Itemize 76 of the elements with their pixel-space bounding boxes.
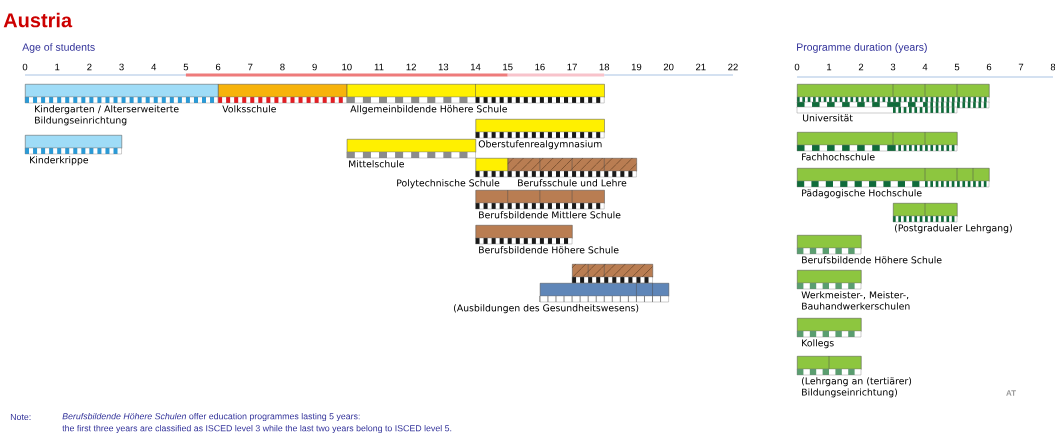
- tick-label: 4: [922, 63, 928, 71]
- tick-label: 2: [858, 63, 864, 71]
- tick-label: 1: [827, 63, 832, 71]
- programme-bar: Mittelschule: [346, 139, 477, 168]
- tick-label: 3: [890, 63, 896, 71]
- tick-label: 15: [503, 63, 513, 71]
- tick-label: 18: [599, 63, 610, 71]
- country-code: AT: [1006, 390, 1016, 396]
- tick-label: 0: [794, 63, 800, 71]
- tick-label: 4: [151, 63, 157, 71]
- tick-label: 16: [535, 63, 545, 71]
- node-label: Mittelschule: [349, 160, 404, 168]
- tick-label: 7: [248, 63, 253, 71]
- tick-label: 11: [374, 63, 384, 71]
- node-label: (Lehrgang an (tertiärer) Bildungseinrichtung): [802, 377, 912, 398]
- axis-caption: Age of students: [22, 43, 95, 53]
- note-text: the first three years are classified as ISCED level 3 while the last two years belong to ISCED level 5.: [62, 424, 452, 434]
- tick-label: 6: [215, 63, 221, 71]
- node-label: Polytechnische Schule: [397, 179, 500, 189]
- node-label: Werkmeister-, Meister-, Bauhandwerkerschulen: [801, 291, 910, 310]
- programme-bar: Berufsbildende Höhere Schule: [796, 235, 942, 264]
- tick-label: 3: [119, 63, 124, 71]
- programme-bar: Oberstufenrealgymnasium: [475, 119, 605, 150]
- tick-label: 8: [280, 63, 285, 71]
- programme-bar: (Lehrgang an (tertiärer) Bildungseinrichtung): [796, 355, 912, 398]
- tick-label: 2: [87, 63, 92, 71]
- node-label: Fachhochschule: [802, 153, 875, 161]
- tick-label: 21: [695, 63, 706, 71]
- node-label: Allgemeinbildende Höhere Schule: [350, 105, 508, 115]
- node-label: (Postgradualer Lehrgang): [895, 224, 1012, 234]
- node-label: Kindergarten / Alterserweiterte Bildungseinrichtung: [35, 105, 179, 126]
- tick-label: 1: [55, 63, 60, 71]
- programme-bar: Allgemeinbildende Höhere Schule: [346, 83, 605, 115]
- node-label: Kinderkrippe: [30, 156, 89, 166]
- programme-bar: Fachhochschule: [796, 131, 958, 161]
- programme-bar: Werkmeister-, Meister-, Bauhandwerkerschulen: [796, 270, 910, 310]
- programme-bar: Berufsschule und Lehre: [507, 157, 637, 187]
- tick-label: 8: [1050, 63, 1055, 71]
- tick-label: 6: [986, 63, 992, 71]
- tick-label: 5: [954, 63, 960, 71]
- tick-label: 5: [183, 63, 189, 71]
- tick-label: 10: [342, 63, 352, 71]
- node-label: (Ausbildungen des Gesundheitswesens): [454, 304, 639, 314]
- programme-bar: Volksschule: [217, 84, 348, 113]
- tick-label: 9: [312, 63, 317, 71]
- tick-label: 13: [438, 63, 449, 71]
- programme-bar: Kollegs: [796, 318, 862, 349]
- programme-bar: Universität: [796, 83, 990, 122]
- programme-bar: Kindergarten / Alterserweiterte Bildungseinrichtung: [24, 84, 219, 126]
- tick-label: 17: [567, 63, 577, 71]
- tick-label: 0: [22, 63, 28, 71]
- programme-bar: Berufsbildende Höhere Schule: [475, 225, 619, 254]
- tick-label: 14: [470, 63, 481, 71]
- programme-bar: Berufsbildende Mittlere Schule: [475, 189, 621, 219]
- node-label: Pädagogische Hochschule: [802, 189, 922, 199]
- programme-bar: Kinderkrippe: [24, 135, 123, 166]
- note-label: Note:: [10, 413, 31, 421]
- tick-label: 20: [663, 63, 674, 71]
- programme-bar: Pädagogische Hochschule: [796, 167, 990, 199]
- programme-bar: (Postgradualer Lehrgang): [892, 202, 1012, 234]
- node-label: Berufsbildende Mittlere Schule: [479, 211, 621, 219]
- node-label: Universität: [803, 114, 853, 122]
- node-label: Volksschule: [222, 105, 276, 113]
- tick-label: 22: [728, 63, 738, 71]
- note-text: Berufsbildende Höhere Schulen offer education programmes lasting 5 years:: [62, 412, 360, 422]
- tick-label: 19: [631, 63, 642, 71]
- node-label: Berufsbildende Höhere Schule: [479, 246, 619, 254]
- node-label: Kollegs: [802, 339, 834, 349]
- node-label: Berufsbildende Höhere Schule: [802, 256, 942, 264]
- title: Austria: [3, 12, 73, 28]
- node-label: Oberstufenrealgymnasium: [478, 140, 602, 150]
- tick-label: 12: [406, 63, 416, 71]
- axis-caption: Programme duration (years): [797, 43, 927, 53]
- tick-label: 7: [1018, 63, 1024, 71]
- programme-bar: (Ausbildungen des Gesundheitswesens): [454, 282, 670, 314]
- programme-bar: [571, 263, 653, 284]
